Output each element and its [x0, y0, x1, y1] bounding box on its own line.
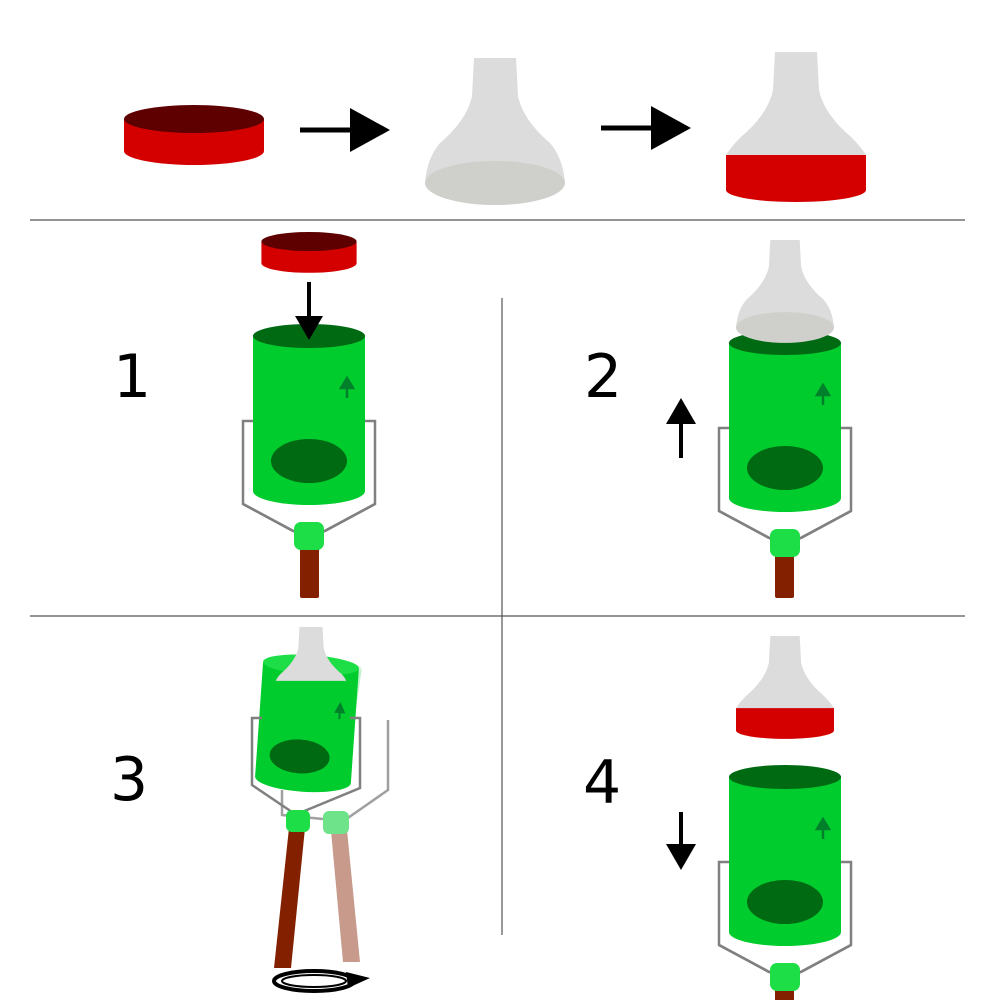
step-number: 3	[110, 745, 148, 815]
step-number: 2	[584, 342, 622, 412]
step-2-panel: 2	[584, 240, 853, 598]
funnel-icon	[425, 58, 565, 205]
step-4-panel: 4	[583, 636, 853, 1000]
green-cylinder-icon	[241, 322, 377, 550]
wooden-handle-icon	[300, 540, 319, 598]
holder-faded	[280, 720, 390, 834]
holder	[250, 716, 362, 832]
funnel-with-red-band-icon	[726, 52, 866, 202]
step-number: 1	[113, 342, 151, 412]
funnel-icon	[275, 627, 347, 681]
arrow-down-icon	[295, 282, 323, 340]
arrow-up-icon	[666, 398, 696, 458]
arrow-down-icon	[666, 812, 696, 870]
green-cylinder-icon	[255, 654, 359, 793]
wooden-handle-icon	[775, 548, 794, 598]
step-3-panel: 3	[110, 627, 390, 993]
top-sequence	[124, 52, 866, 205]
arrow-right-icon	[601, 106, 691, 150]
wooden-handle-icon	[274, 828, 305, 968]
step-1-panel: 1	[113, 232, 377, 598]
rotation-arrow-icon	[272, 969, 370, 993]
green-cylinder-icon	[717, 763, 853, 991]
funnel-with-red-band-icon	[736, 636, 834, 739]
wooden-handle-icon	[330, 820, 360, 962]
red-disc-icon	[124, 105, 264, 165]
arrow-right-icon	[300, 108, 390, 152]
green-cylinder-icon	[717, 329, 853, 557]
red-disc-icon	[261, 232, 357, 273]
step-number: 4	[583, 748, 621, 818]
funnel-icon	[736, 240, 834, 343]
